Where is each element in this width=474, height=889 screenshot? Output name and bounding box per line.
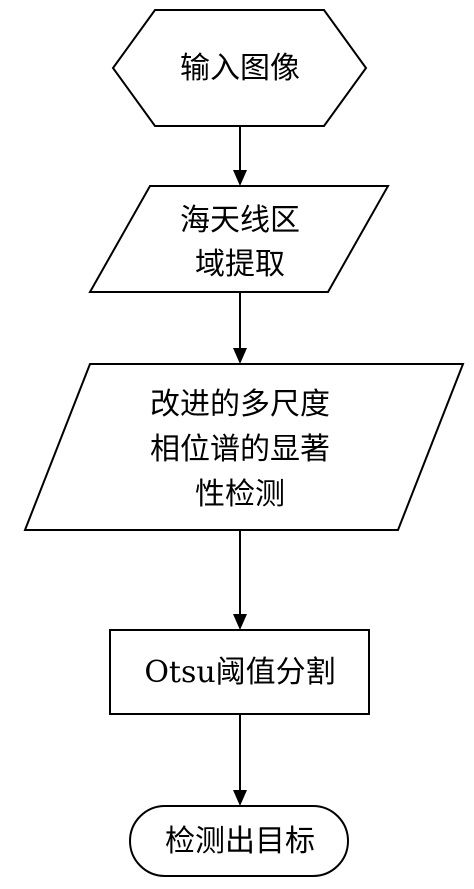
end-node: 检测出目标 xyxy=(129,805,349,877)
arrow-step3-to-end xyxy=(233,714,247,806)
step2-parallelogram xyxy=(23,363,465,531)
step3-label: Otsu阈值分割 xyxy=(144,655,335,690)
end-label: 检测出目标 xyxy=(165,824,315,859)
start-label: 输入图像 xyxy=(180,51,300,86)
arrow-step2-to-step3 xyxy=(233,530,247,630)
step1-label-line1: 海天线区 xyxy=(180,203,300,238)
step1-parallelogram xyxy=(88,185,390,293)
start-node: 输入图像 xyxy=(111,9,368,127)
step1-label-line2: 域提取 xyxy=(195,247,285,282)
end-terminator xyxy=(129,805,349,877)
step2-label-line3: 性检测 xyxy=(195,477,285,512)
start-hexagon xyxy=(111,9,368,127)
arrow-start-to-step1 xyxy=(233,126,247,186)
step2-label-line2: 相位谱的显著 xyxy=(150,432,330,467)
step2-label-line1: 改进的多尺度 xyxy=(150,387,330,422)
step3-rectangle xyxy=(109,629,370,715)
step1-node: 海天线区 域提取 xyxy=(88,185,390,293)
step3-node: Otsu阈值分割 xyxy=(109,629,370,715)
step2-node: 改进的多尺度 相位谱的显著 性检测 xyxy=(23,363,465,531)
arrow-step1-to-step2 xyxy=(233,292,247,364)
